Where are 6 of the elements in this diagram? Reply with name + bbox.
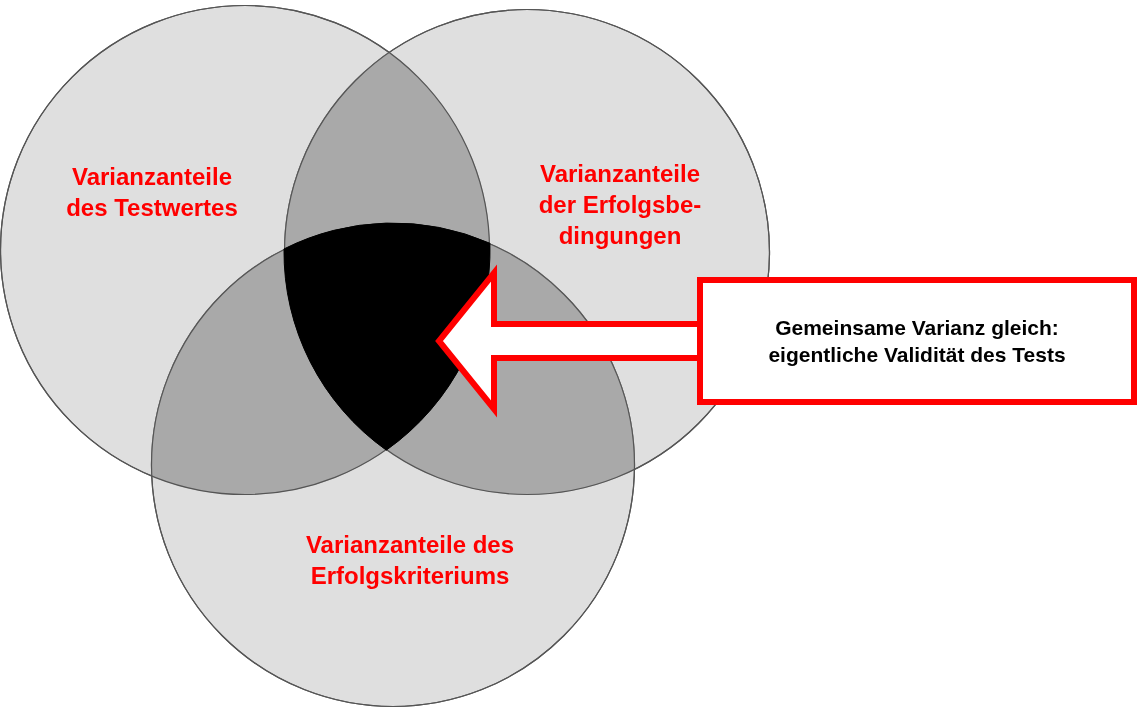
callout-text: Gemeinsame Varianz gleich: eigentliche Validität des Tests xyxy=(767,314,1067,368)
region-label: Varianzanteile des Testwertes xyxy=(65,162,239,224)
callout-box xyxy=(697,277,1137,405)
region-label: Varianzanteile des Erfolgskriteriums xyxy=(304,530,516,592)
region-label: Varianzanteile der Erfolgsbe- dingungen xyxy=(537,159,703,252)
intersection-region xyxy=(283,222,491,451)
